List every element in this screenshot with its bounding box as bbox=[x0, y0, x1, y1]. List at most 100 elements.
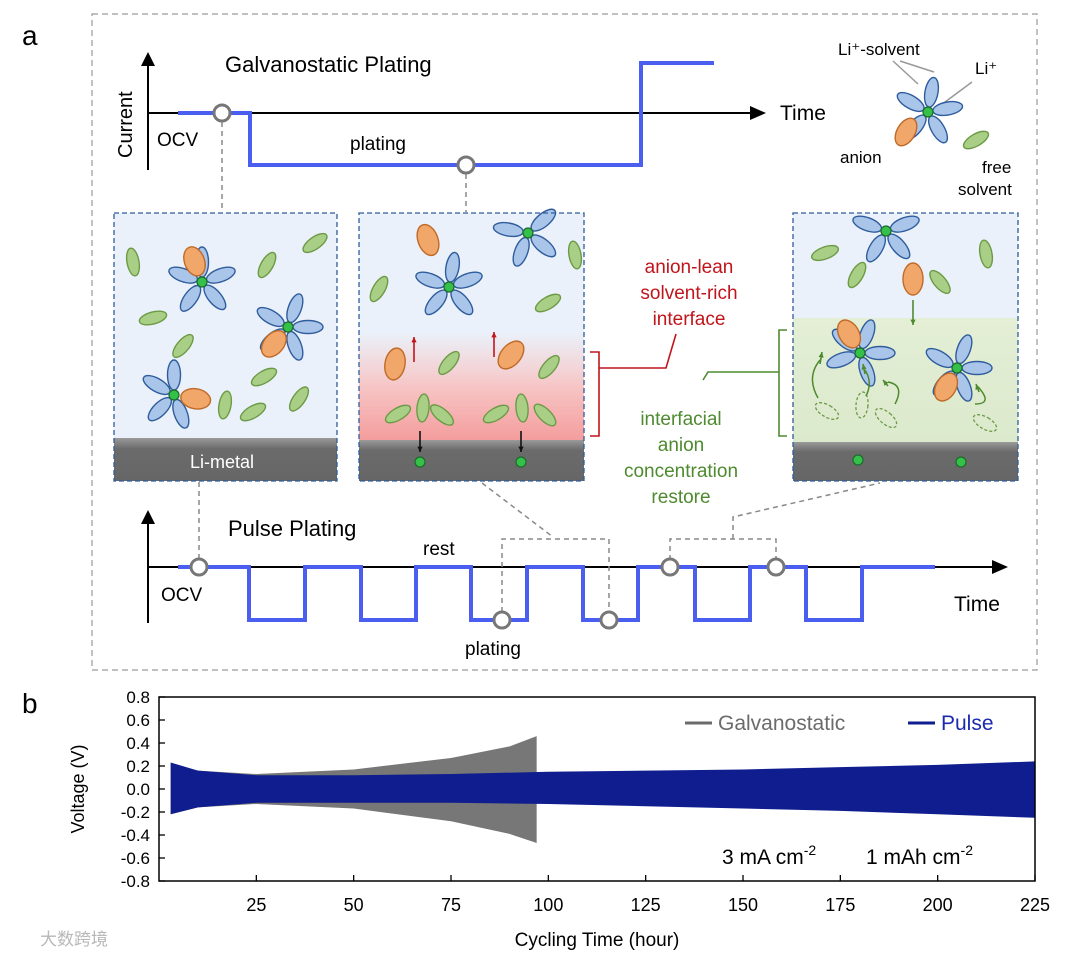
restore-arrow bbox=[864, 369, 870, 397]
li-metal-substrate bbox=[114, 438, 337, 481]
free-solvent bbox=[929, 269, 951, 295]
panel-a-letter: a bbox=[22, 20, 38, 51]
departing-solvent bbox=[874, 407, 898, 429]
pulse-waveform bbox=[178, 565, 935, 622]
free-solvent bbox=[847, 261, 867, 289]
free-solvent bbox=[416, 393, 430, 423]
free-solvent bbox=[138, 310, 168, 326]
free-solvent bbox=[257, 251, 277, 279]
li-solvent bbox=[292, 319, 324, 335]
restore-arrow bbox=[811, 359, 821, 399]
x-tick-label: 100 bbox=[533, 895, 563, 915]
free-solvent bbox=[534, 293, 562, 313]
anion bbox=[933, 372, 959, 402]
capacity-annotation: 1 mAh cm-2 bbox=[866, 842, 973, 869]
li-solvent bbox=[923, 76, 940, 108]
pulse-title: Pulse Plating bbox=[228, 516, 356, 541]
anion-lean-line-1: anion-lean bbox=[645, 257, 734, 278]
legend-free-label: free bbox=[982, 158, 1011, 177]
x-tick-label: 225 bbox=[1020, 895, 1050, 915]
free-solvent bbox=[538, 354, 560, 380]
li-solvent bbox=[927, 115, 949, 144]
anion bbox=[180, 387, 212, 410]
legend-pulse: Pulse bbox=[941, 712, 994, 735]
li-ion bbox=[168, 389, 180, 401]
free-solvent bbox=[962, 130, 990, 150]
galvanostatic-ocv-marker bbox=[212, 103, 232, 123]
y-tick-label: 0.0 bbox=[126, 780, 150, 799]
free-solvent bbox=[429, 404, 455, 426]
li-solvent bbox=[864, 345, 896, 361]
li-ion bbox=[951, 362, 963, 374]
time-axis-label-top: Time bbox=[780, 102, 826, 125]
y-tick-label: 0.4 bbox=[126, 734, 150, 753]
anion-lean-line-3: interface bbox=[653, 309, 726, 330]
ocv-label-bottom: OCV bbox=[161, 585, 203, 606]
free-solvent bbox=[438, 350, 460, 376]
free-solvent bbox=[217, 390, 233, 420]
plating-label-top: plating bbox=[350, 134, 406, 155]
legend-anion-label: anion bbox=[840, 148, 882, 167]
li-ion bbox=[414, 456, 426, 468]
x-tick-label: 25 bbox=[246, 895, 266, 915]
free-solvent bbox=[810, 244, 840, 262]
panel-a-frame bbox=[91, 13, 1038, 671]
anion bbox=[836, 319, 862, 349]
free-solvent bbox=[482, 404, 510, 424]
li-solvent bbox=[932, 100, 964, 117]
electrolyte-box-ocv: Li-metal bbox=[113, 212, 338, 482]
y-axis-label: Voltage (V) bbox=[68, 744, 88, 833]
anion bbox=[183, 246, 206, 277]
x-tick-label: 150 bbox=[728, 895, 758, 915]
departing-solvent bbox=[814, 402, 840, 420]
galvanostatic-waveform bbox=[178, 61, 714, 167]
legend-galvanostatic: Galvanostatic bbox=[718, 712, 845, 735]
x-axis-label: Cycling Time (hour) bbox=[515, 930, 680, 951]
anion bbox=[497, 340, 525, 370]
x-tick-label: 125 bbox=[631, 895, 661, 915]
anion bbox=[902, 262, 924, 296]
series-pulse-band bbox=[170, 761, 1035, 818]
current-density-annotation: 3 mA cm-2 bbox=[722, 842, 816, 869]
li-ion bbox=[852, 454, 864, 466]
free-solvent bbox=[288, 386, 310, 412]
y-tick-label: 0.2 bbox=[126, 757, 150, 776]
restore-line-2: anion bbox=[658, 435, 705, 456]
electrolyte-box-restore bbox=[792, 212, 1019, 482]
x-tick-label: 175 bbox=[825, 895, 855, 915]
galvanostatic-plating-marker bbox=[456, 155, 476, 175]
free-solvent bbox=[567, 240, 583, 270]
pulse-rest-marker-1 bbox=[660, 557, 680, 577]
restore-line-3: concentration bbox=[624, 461, 738, 482]
free-solvent bbox=[125, 247, 141, 277]
li-ion bbox=[196, 276, 208, 288]
x-tick-label: 200 bbox=[923, 895, 953, 915]
legend-li-solvent-label: Li⁺-solvent bbox=[838, 40, 920, 59]
electrolyte-box-plating bbox=[358, 208, 585, 482]
anion-lean-line-2: solvent-rich bbox=[640, 283, 737, 304]
panel-b-letter: b bbox=[22, 688, 38, 719]
y-tick-label: -0.2 bbox=[121, 803, 150, 822]
li-metal-label: Li-metal bbox=[190, 452, 254, 472]
li-solvent bbox=[961, 360, 993, 376]
plating-label-bottom: plating bbox=[465, 639, 521, 660]
galvanostatic-title: Galvanostatic Plating bbox=[225, 52, 432, 77]
restore-arrow bbox=[887, 381, 900, 405]
restore-line-1: interfacial bbox=[640, 409, 721, 430]
free-solvent bbox=[369, 275, 389, 303]
li-solvent bbox=[166, 359, 182, 391]
legend-li-label: Li⁺ bbox=[975, 59, 997, 78]
li-ion bbox=[955, 456, 967, 468]
pulse-connectors bbox=[198, 482, 881, 612]
anion bbox=[894, 117, 918, 147]
chart-legend: Galvanostatic Pulse bbox=[685, 712, 994, 735]
y-tick-label: -0.8 bbox=[121, 872, 150, 891]
anion-lean-annotation: anion-lean solvent-rich interface bbox=[590, 257, 738, 437]
free-solvent bbox=[978, 239, 994, 269]
species-legend: Li⁺-solvent Li⁺ anion free solvent bbox=[838, 40, 1012, 199]
li-ion bbox=[282, 321, 294, 333]
y-tick-label: -0.6 bbox=[121, 849, 150, 868]
free-solvent bbox=[172, 333, 194, 359]
